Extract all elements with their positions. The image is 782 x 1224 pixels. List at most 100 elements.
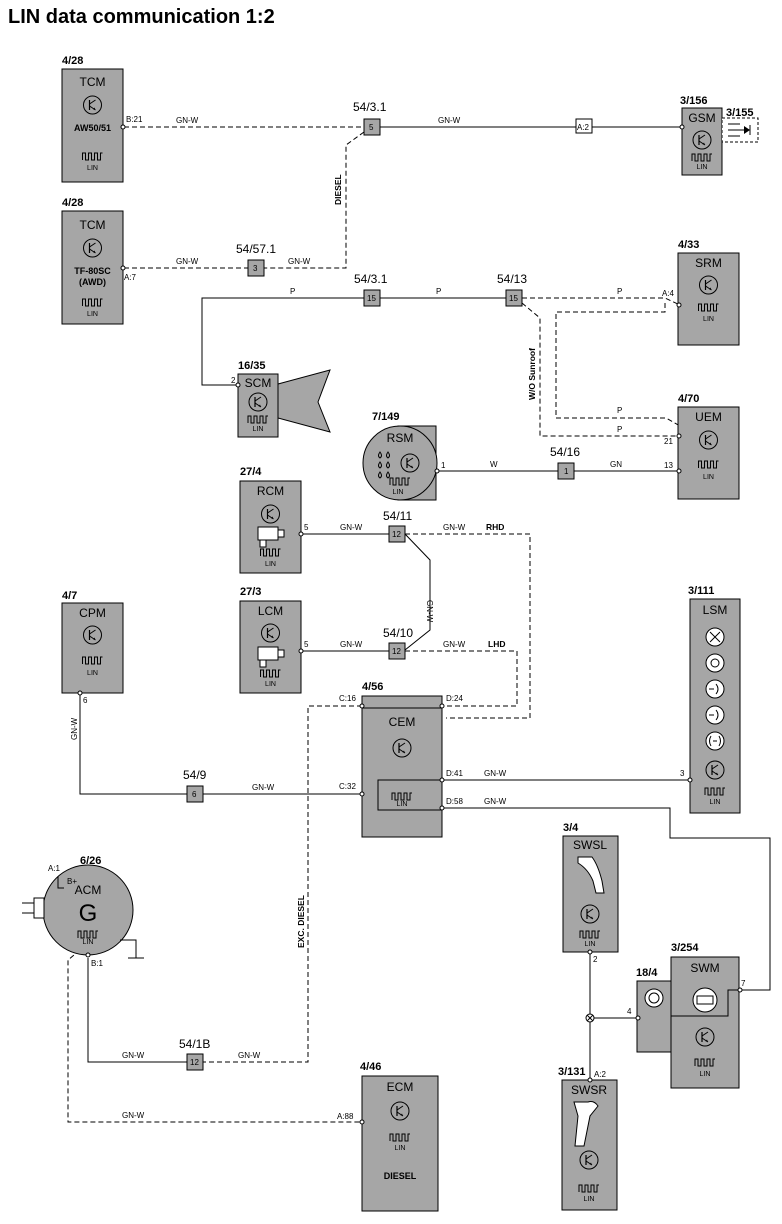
wire-label: GN-W (443, 640, 466, 649)
module-ref: 3/156 (680, 95, 708, 107)
pin-label: 7 (741, 979, 746, 988)
pin-label: A:2 (594, 1070, 607, 1079)
sunroof-motor-icon (277, 369, 331, 433)
module-ref: 3/254 (671, 942, 699, 954)
junction-block (557, 462, 575, 480)
lin-label: LIN (253, 426, 264, 433)
module-ref: 27/4 (240, 466, 262, 478)
stalk-switch-icon (573, 1101, 599, 1147)
pin-label: A:4 (662, 289, 675, 298)
module-name: SCM (245, 376, 272, 390)
pin-label: 5 (304, 640, 309, 649)
pin-label: B:1 (91, 959, 104, 968)
module-ref: 4/28 (62, 55, 83, 67)
wire-label: GN (610, 460, 622, 469)
junction-block (388, 525, 406, 543)
exc-diesel-label: EXC. DIESEL (296, 895, 306, 948)
junction-block (247, 259, 265, 277)
rcm-module: 27/4 RCM LIN (239, 466, 304, 574)
module-name: TCM (80, 75, 106, 89)
lin-label: LIN (584, 1196, 595, 1203)
wire-label: GN-W (122, 1111, 145, 1120)
wire-label: GN-W (252, 783, 275, 792)
wires (67, 126, 771, 1123)
junction-label: 54/57.1 (236, 242, 276, 256)
lhd-label: LHD (488, 639, 505, 649)
pin-label: 2 (593, 955, 598, 964)
swsr-module: 3/131 SWSR LIN (558, 1066, 618, 1211)
diagram-title: LIN data communication 1:2 (8, 6, 275, 28)
wire-label: GN-W (176, 257, 199, 266)
module-name: CEM (389, 715, 416, 729)
srm-module: 4/33 SRM LIN (676, 239, 740, 346)
wire-label: W (490, 460, 498, 469)
lin-label: LIN (87, 311, 98, 318)
junction-label: 54/9 (183, 768, 207, 782)
module-ref: 4/33 (678, 239, 699, 251)
wire-label: GN-W (122, 1051, 145, 1060)
lin-label: LIN (697, 164, 708, 171)
wire-label: GN-W (484, 797, 507, 806)
junction-label: 54/13 (497, 272, 527, 286)
tcm-tf-module: 4/28 TCM TF-80SC (AWD) LIN (61, 197, 126, 325)
module-ref: 3/111 (688, 585, 714, 597)
bplus-label: B+ (67, 877, 77, 886)
wo-sunroof-label: W/O Sunroof (527, 348, 537, 400)
wire-label: GN-W (70, 717, 79, 740)
module-name: GSM (688, 111, 715, 125)
junction-block (388, 642, 406, 660)
module-name: CPM (79, 606, 106, 620)
module-variant: TF-80SC (74, 266, 111, 276)
pin-label: C:32 (339, 782, 356, 791)
lin-label: LIN (87, 670, 98, 677)
connector-block (575, 118, 593, 134)
pin-label: 6 (83, 696, 88, 705)
battery-terminal-icon (22, 876, 64, 919)
junction-number: 15 (509, 294, 518, 303)
junction-number: 15 (367, 294, 376, 303)
module-name: ECM (387, 1080, 414, 1094)
module-name: SWSR (571, 1083, 607, 1097)
rain-drops-icon (378, 451, 390, 479)
lsm-module: 3/111 LSM LIN (687, 585, 741, 814)
wire-label: GN-W (425, 600, 434, 623)
pin-label: 5 (304, 523, 309, 532)
pin-label: C:16 (339, 694, 356, 703)
rsm-module: 7/149 RSM LIN (362, 411, 440, 501)
swm-module: 3/254 SWM LIN (670, 942, 743, 1089)
lin-label: LIN (703, 316, 714, 323)
uem-module: 4/70 UEM LIN (676, 393, 740, 500)
pin-label: D:41 (446, 769, 463, 778)
module-name: RCM (257, 484, 284, 498)
lin-label: LIN (393, 489, 404, 496)
wire-label: GN-W (176, 116, 199, 125)
module-name: ACM (75, 883, 102, 897)
rhd-label: RHD (486, 522, 504, 532)
clock-spring-icon (644, 988, 664, 1008)
scm-module: 16/35 SCM LIN (235, 360, 331, 438)
module-variant: AW50/51 (74, 123, 111, 133)
junctions: 54/3.1 5 A:2 54/57.1 3 54/3.1 15 54/13 1… (179, 100, 595, 1071)
lin-label: LIN (87, 165, 98, 172)
lcm-module: 27/3 LCM LIN (239, 586, 304, 694)
wire-label: GN-W (340, 640, 363, 649)
module-ref: 4/56 (362, 681, 383, 693)
ecm-module: 4/46 ECM LIN DIESEL (359, 1061, 439, 1212)
lin-label: LIN (585, 941, 596, 948)
junction-number: 5 (369, 123, 374, 132)
wire-label: GN-W (288, 257, 311, 266)
module-name: SWM (690, 961, 719, 975)
pin-label: 21 (664, 437, 673, 446)
cpm-module: 4/7 CPM LIN (61, 590, 124, 696)
junction-label: 54/1B (179, 1037, 210, 1051)
wire-label: P (617, 425, 622, 434)
junction-number: 1 (564, 467, 569, 476)
ground-icon (120, 939, 144, 959)
wire-label: P (290, 287, 295, 296)
clock-spring: 18/4 (635, 967, 672, 1053)
gear-sensor-icon (721, 117, 759, 143)
pin-label: 13 (664, 461, 673, 470)
light-control-icon (257, 646, 285, 668)
module-ref: 4/46 (360, 1061, 381, 1073)
